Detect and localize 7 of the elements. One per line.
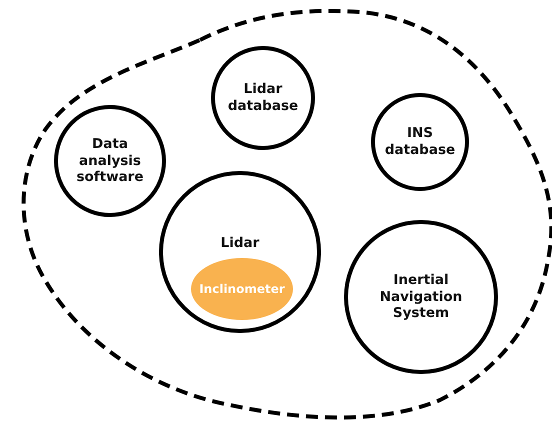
component-label: Inclinometer xyxy=(199,282,285,296)
component-ellipse xyxy=(191,258,293,320)
component-label: Data analysis software xyxy=(75,136,145,186)
component-label: Lidar xyxy=(220,235,260,252)
component-label: INS database xyxy=(384,125,456,159)
component-label: Lidar database xyxy=(226,81,300,115)
component-label: Inertial Navigation System xyxy=(378,272,464,322)
